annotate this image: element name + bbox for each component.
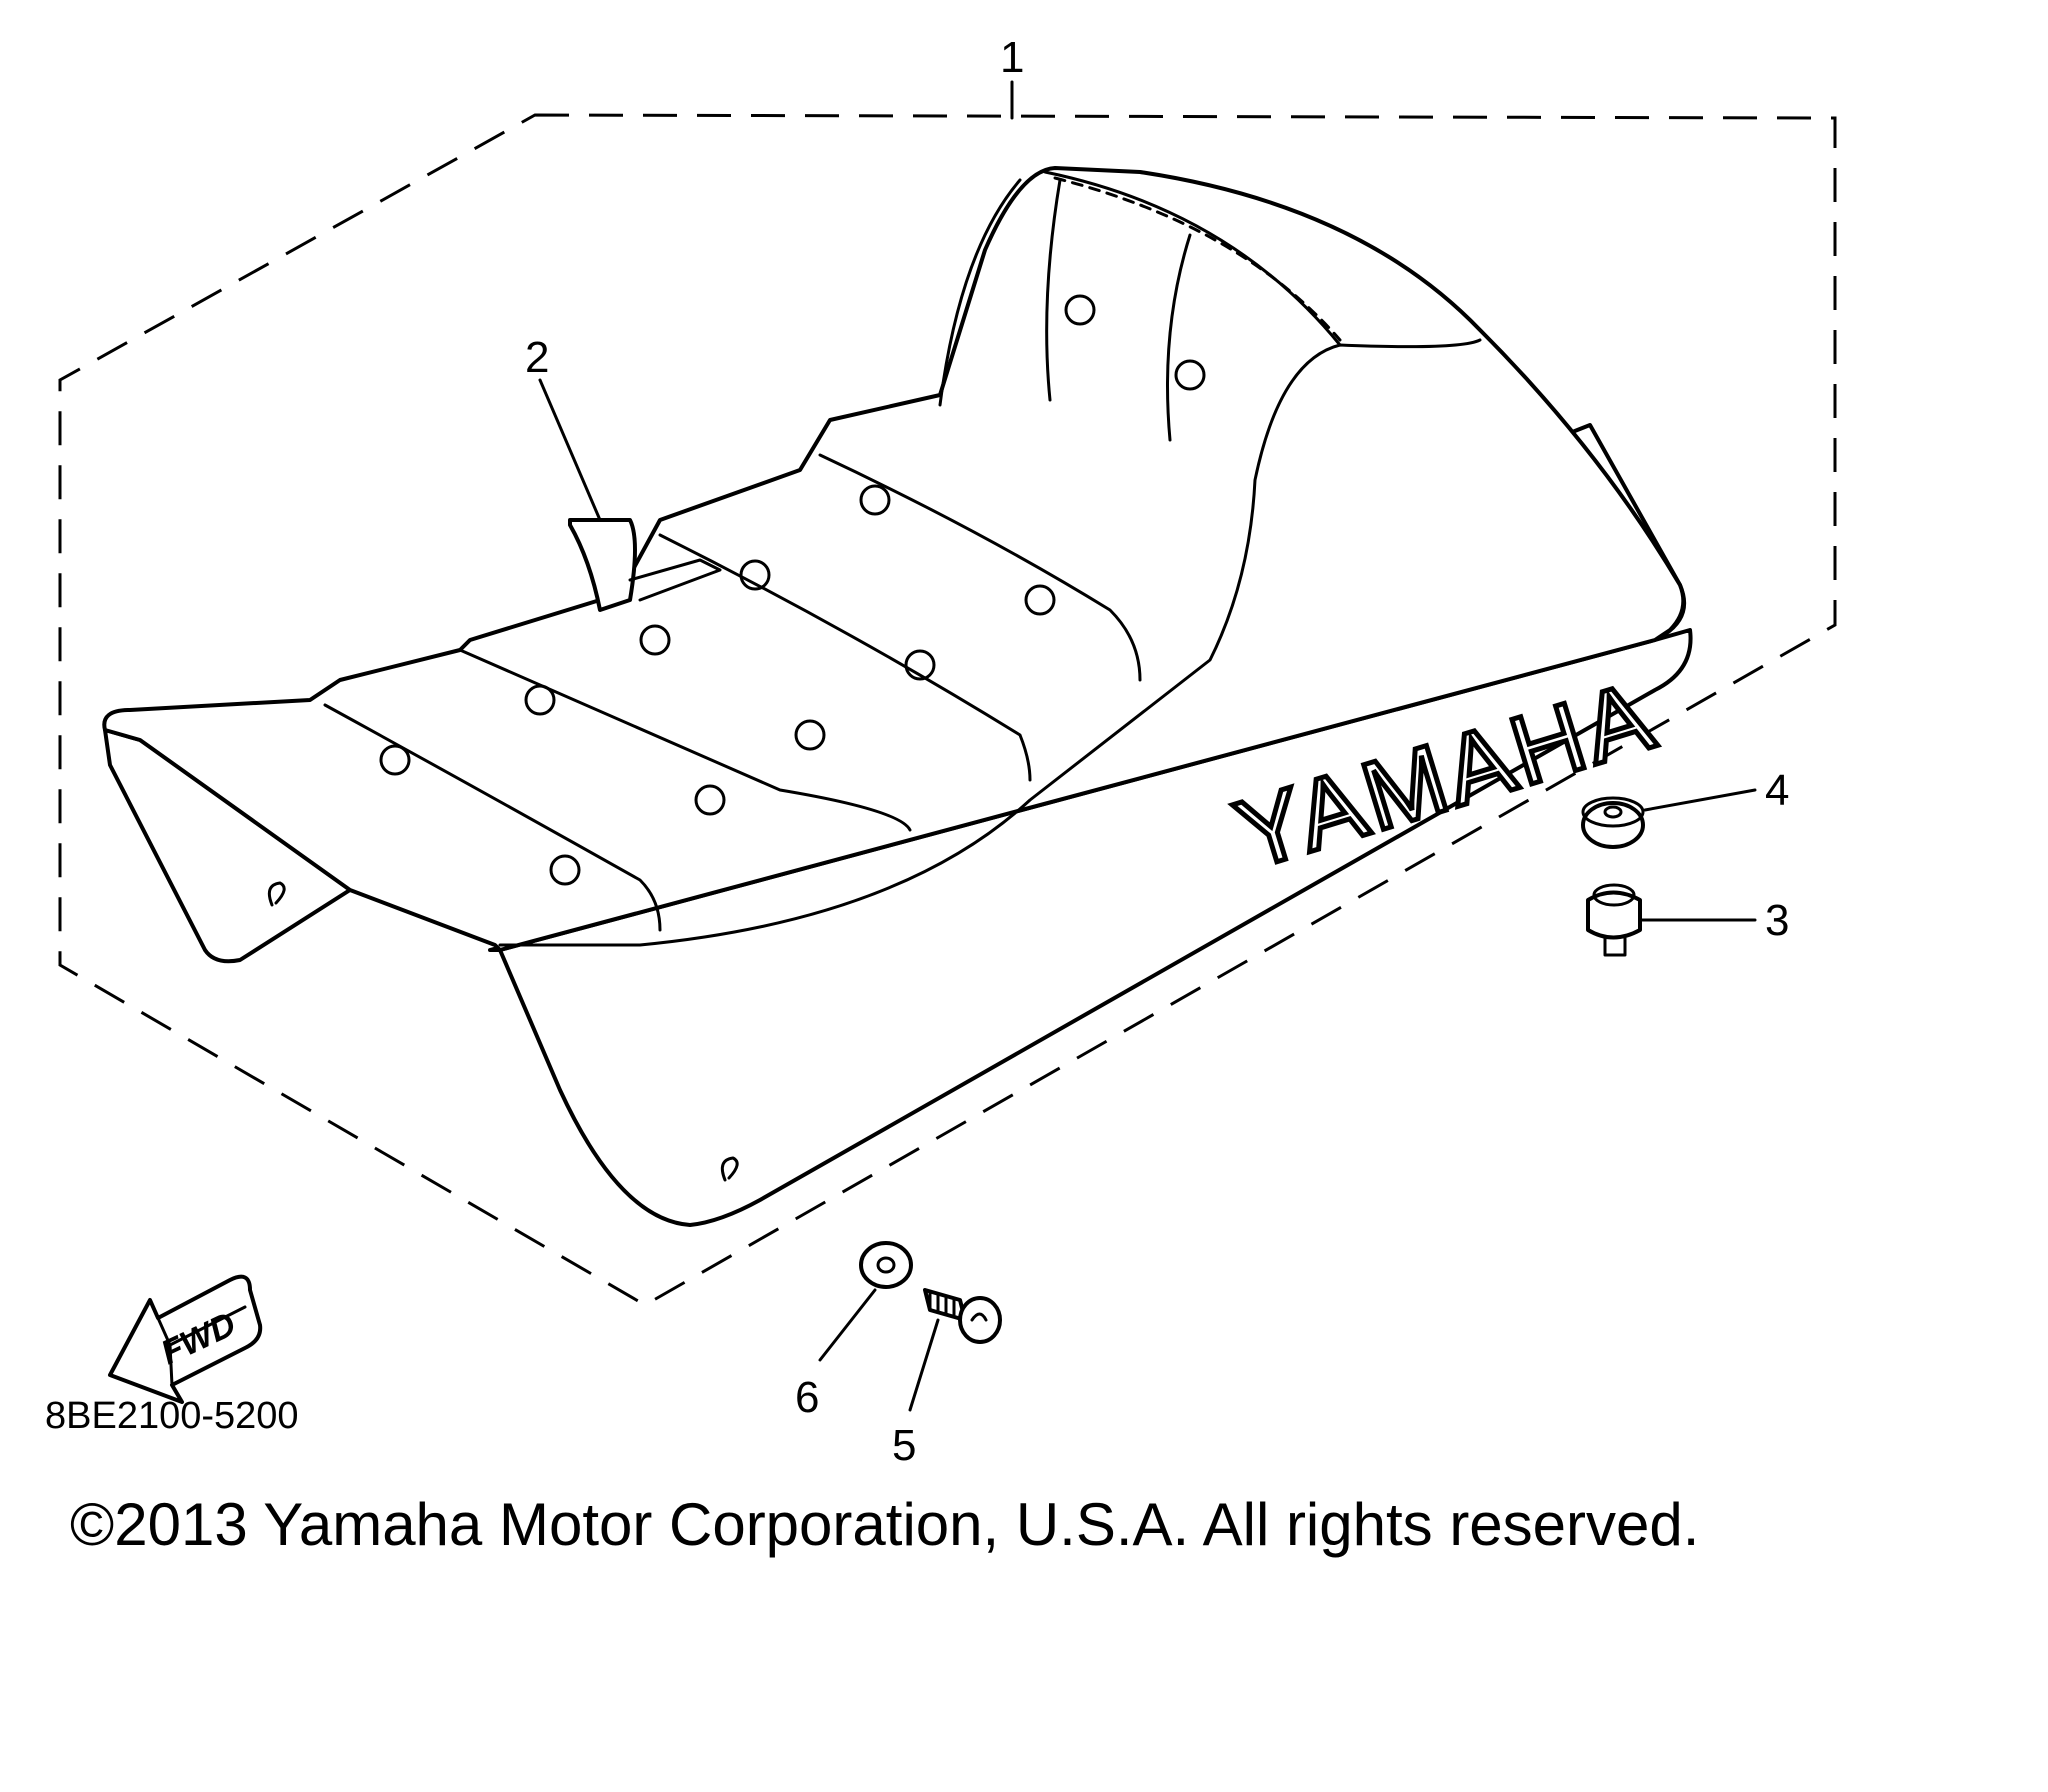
mount-mark-rear [267,881,286,907]
bolt-part-5 [923,1288,1002,1344]
assembly-boundary [58,113,1837,1307]
part-code: 8BE2100-5200 [45,1395,299,1437]
seat-backrest-seam [938,170,1342,407]
tufting-buttons [379,294,1206,886]
washer-part-6 [859,1241,913,1289]
seat-backrest-stitch [1053,176,1342,342]
copyright-notice: ©2013 Yamaha Motor Corporation, U.S.A. A… [70,1491,1700,1558]
pleat-seam-back-2 [1166,233,1192,442]
seat-front-skirt [498,628,1693,1227]
callout-5: 5 [892,1421,916,1470]
callout-6: 6 [795,1373,819,1422]
grommet-part-4 [1581,796,1645,849]
leader-line-5 [908,1318,940,1412]
pleat-seam-4 [818,453,1142,682]
leader-line-6 [818,1288,877,1362]
callout-3: 3 [1765,896,1789,945]
mount-mark-front [720,1156,739,1182]
leader-line-4 [1643,788,1757,812]
callout-2: 2 [525,333,549,382]
seat-strap-slot [628,558,722,602]
collar-part-3 [1586,883,1642,957]
leader-line-2 [538,378,602,522]
callout-1: 1 [1000,33,1024,82]
callout-4: 4 [1765,766,1789,815]
seat-top-surface [102,166,1686,952]
seat-piping [498,338,1482,947]
pleat-seam-back-1 [1045,178,1062,402]
pleat-seam-1 [323,703,662,932]
fwd-arrow-icon: FWD [108,1274,263,1404]
seat-strap [568,518,637,612]
